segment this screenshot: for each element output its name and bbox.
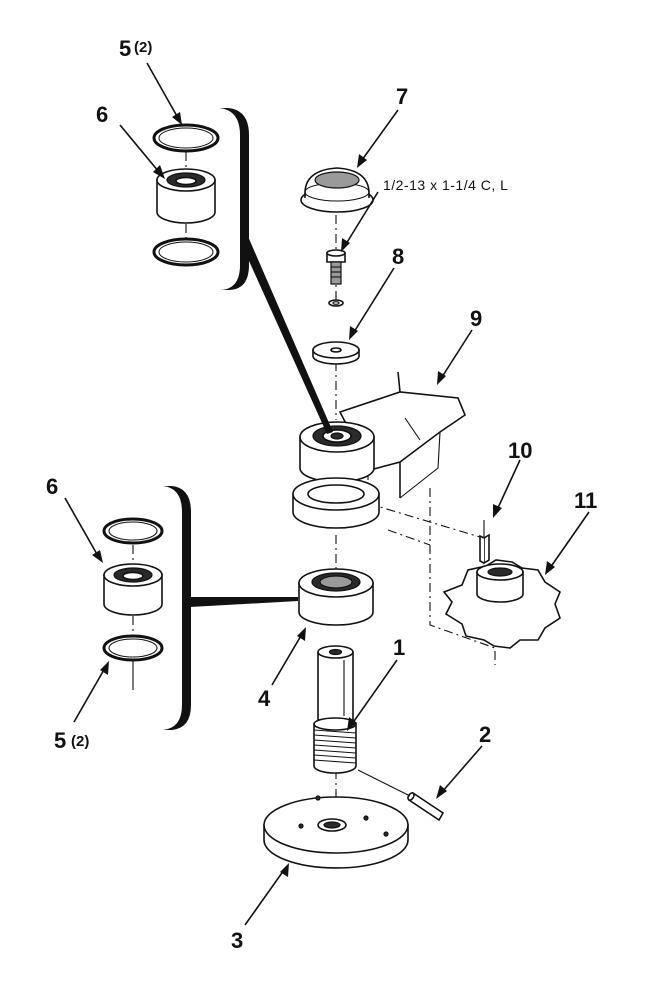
callout-8: 8: [392, 244, 404, 269]
callout-6-bottom: 6: [46, 474, 58, 499]
callout-5-bottom: 5: [54, 728, 66, 753]
callout-5-bottom-qty: (2): [71, 733, 89, 750]
callout-3: 3: [231, 928, 243, 953]
callout-labels: 5 (2) 6 7 1/2-13 x 1-1/4 C, L 8 9 10 11 …: [46, 36, 597, 953]
callout-10: 10: [508, 438, 532, 463]
bottom-detail-bracket: [163, 486, 191, 730]
spindle-threads: [313, 729, 357, 764]
callout-5-top-qty: (2): [134, 39, 152, 56]
top-bearing-6: [156, 168, 216, 224]
part-7-dust-cap: [300, 167, 374, 213]
part-2-roll-pin: [357, 769, 445, 822]
top-bearing-detail: [152, 108, 333, 434]
callout-2: 2: [479, 722, 491, 747]
bolt-spec-label: 1/2-13 x 1-1/4 C, L: [383, 177, 508, 193]
bottom-snap-ring-lower: [102, 634, 164, 662]
bottom-bearing-detail: [102, 486, 298, 730]
callout-4: 4: [258, 686, 271, 711]
bottom-detail-pointer: [190, 597, 298, 607]
part-8-washer: [312, 341, 360, 365]
part-10-key: [479, 520, 490, 565]
part-3-base-plate: [263, 795, 409, 869]
top-snap-ring-lower: [152, 237, 220, 267]
top-snap-ring-upper: [152, 123, 220, 153]
callout-11: 11: [574, 488, 597, 513]
callout-7: 7: [396, 84, 408, 109]
part-1-spindle: [313, 645, 357, 774]
top-detail-bracket: [219, 108, 249, 290]
hub-spacer-ring: [292, 477, 380, 529]
bottom-snap-ring-upper: [102, 517, 164, 545]
part-4-lower-bearing: [298, 568, 374, 626]
part-11-sprocket: [442, 559, 561, 649]
leader-arrows: [64, 62, 590, 926]
callout-6-top: 6: [96, 102, 108, 127]
callout-1: 1: [393, 635, 405, 660]
callout-5-top: 5: [119, 36, 131, 61]
top-detail-pointer: [240, 218, 333, 434]
bottom-bearing-6: [103, 563, 163, 616]
upper-hub: [299, 421, 375, 483]
cap-screw-and-lockwasher: [326, 249, 346, 307]
callout-9: 9: [470, 306, 482, 331]
